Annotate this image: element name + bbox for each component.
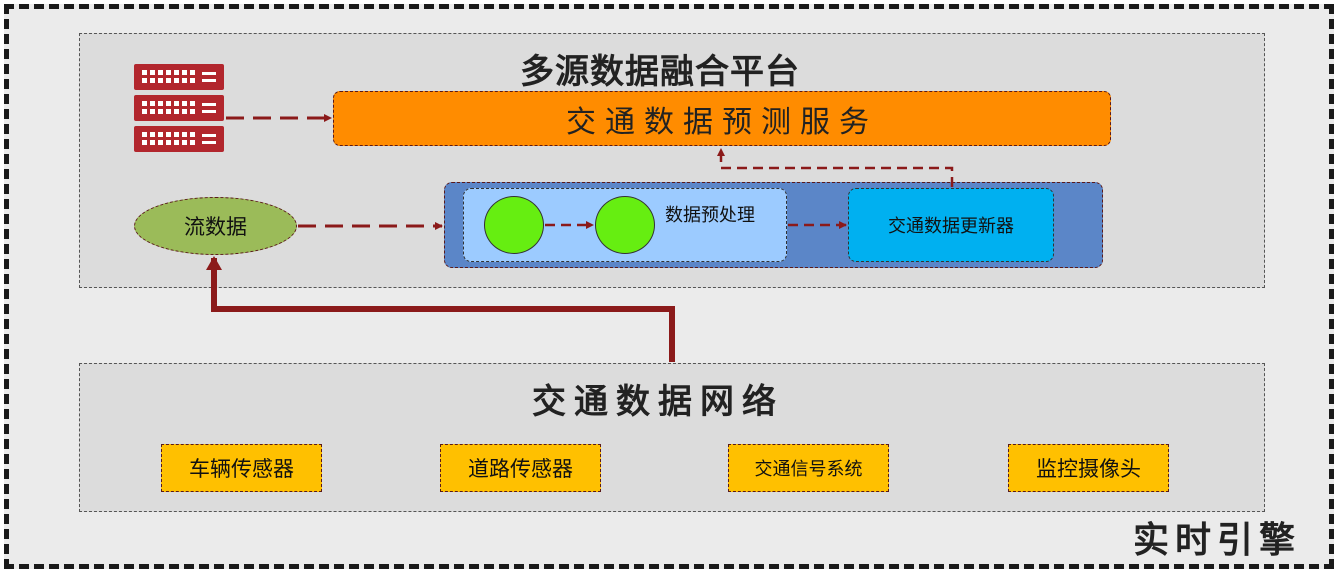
realtime-engine-label: 实时引擎: [1133, 520, 1302, 561]
data-updater-label: 交通数据更新器: [888, 216, 1014, 237]
prediction-service-label: 交通数据预测服务: [566, 104, 878, 140]
source-label: 车辆传感器: [189, 457, 294, 481]
source-road-sensor[interactable]: 道路传感器: [440, 444, 601, 492]
data-updater-box[interactable]: 交通数据更新器: [848, 188, 1054, 262]
stream-data-label: 流数据: [184, 215, 247, 239]
source-surveillance-camera[interactable]: 监控摄像头: [1008, 444, 1169, 492]
source-traffic-signal[interactable]: 交通信号系统: [728, 444, 889, 492]
traffic-network-title: 交通数据网络: [532, 382, 784, 422]
source-vehicle-sensor[interactable]: 车辆传感器: [161, 444, 322, 492]
prediction-service-box[interactable]: 交通数据预测服务: [333, 91, 1111, 146]
source-label: 交通信号系统: [754, 459, 863, 480]
preprocess-node-1[interactable]: [484, 196, 544, 254]
stream-data-node[interactable]: 流数据: [134, 197, 297, 255]
preprocess-node-2[interactable]: [595, 196, 655, 254]
fusion-platform-title: 多源数据融合平台: [520, 52, 800, 92]
preprocess-label: 数据预处理: [665, 205, 755, 226]
server-stack-icon: [134, 62, 224, 154]
source-label: 道路传感器: [468, 457, 573, 481]
source-label: 监控摄像头: [1036, 457, 1141, 481]
